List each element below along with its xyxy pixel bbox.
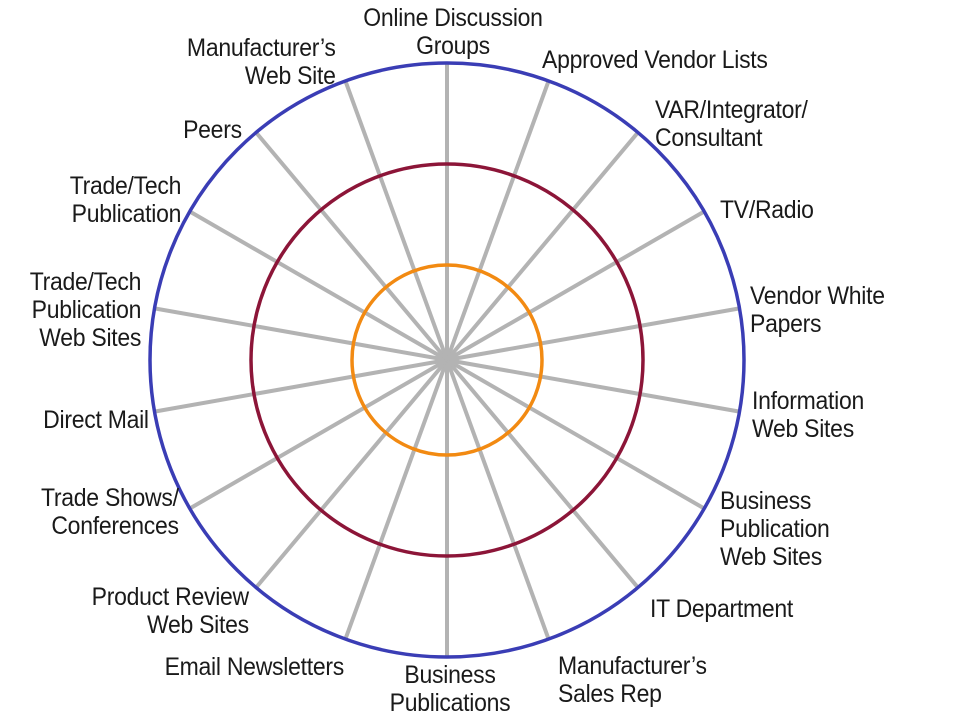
spoke-information-web-sites	[446, 358, 740, 414]
label-vendor-white-papers: Vendor White Papers	[750, 282, 885, 338]
spoke-trade-tech-publication-web-sites	[154, 306, 448, 362]
label-approved-vendor-lists: Approved Vendor Lists	[542, 46, 768, 74]
spoke-manufacturers-web-site	[343, 80, 449, 361]
label-business-publications: Business Publications	[389, 661, 511, 717]
spoke-direct-mail	[154, 358, 448, 414]
label-tv-radio: TV/Radio	[720, 196, 814, 224]
spoke-it-department	[445, 358, 640, 589]
label-manufacturers-sales-rep: Manufacturer’s Sales Rep	[558, 652, 707, 708]
label-trade-tech-publication-web-sites: Trade/Tech Publication Web Sites	[29, 268, 142, 352]
label-trade-tech-publication: Trade/Tech Publication	[69, 172, 182, 228]
spoke-trade-tech-publication	[188, 209, 449, 362]
label-information-web-sites: Information Web Sites	[752, 387, 865, 443]
label-business-publication-web-sites: Business Publication Web Sites	[720, 487, 830, 571]
spoke-manufacturers-sales-rep	[445, 359, 551, 640]
label-email-newsletters: Email Newsletters	[164, 653, 345, 681]
inner-ring	[350, 263, 544, 457]
label-product-review-web-sites: Product Review Web Sites	[91, 583, 249, 639]
spoke-approved-vendor-lists	[445, 80, 551, 361]
label-var-integrator-consultant: VAR/Integrator/ Consultant	[655, 96, 808, 152]
label-it-department: IT Department	[650, 595, 794, 623]
middle-ring	[249, 162, 645, 558]
spoke-vendor-white-papers	[446, 306, 740, 362]
spoke-product-review-web-sites	[254, 358, 449, 589]
label-online-discussion-groups: Online Discussion Groups	[363, 4, 543, 60]
label-direct-mail: Direct Mail	[43, 406, 149, 434]
spokes-group	[154, 63, 740, 657]
label-manufacturers-web-site: Manufacturer’s Web Site	[187, 34, 336, 90]
spoke-tv-radio	[445, 209, 706, 362]
outer-ring	[148, 61, 746, 659]
spoke-trade-shows-conferences	[188, 358, 449, 511]
spoke-var-integrator-consultant	[445, 131, 640, 362]
spoke-peers	[254, 131, 449, 362]
label-peers: Peers	[183, 116, 242, 144]
spoke-email-newsletters	[343, 359, 449, 640]
spoke-business-publication-web-sites	[445, 358, 706, 511]
label-trade-shows-conferences: Trade Shows/ Conferences	[41, 484, 179, 540]
